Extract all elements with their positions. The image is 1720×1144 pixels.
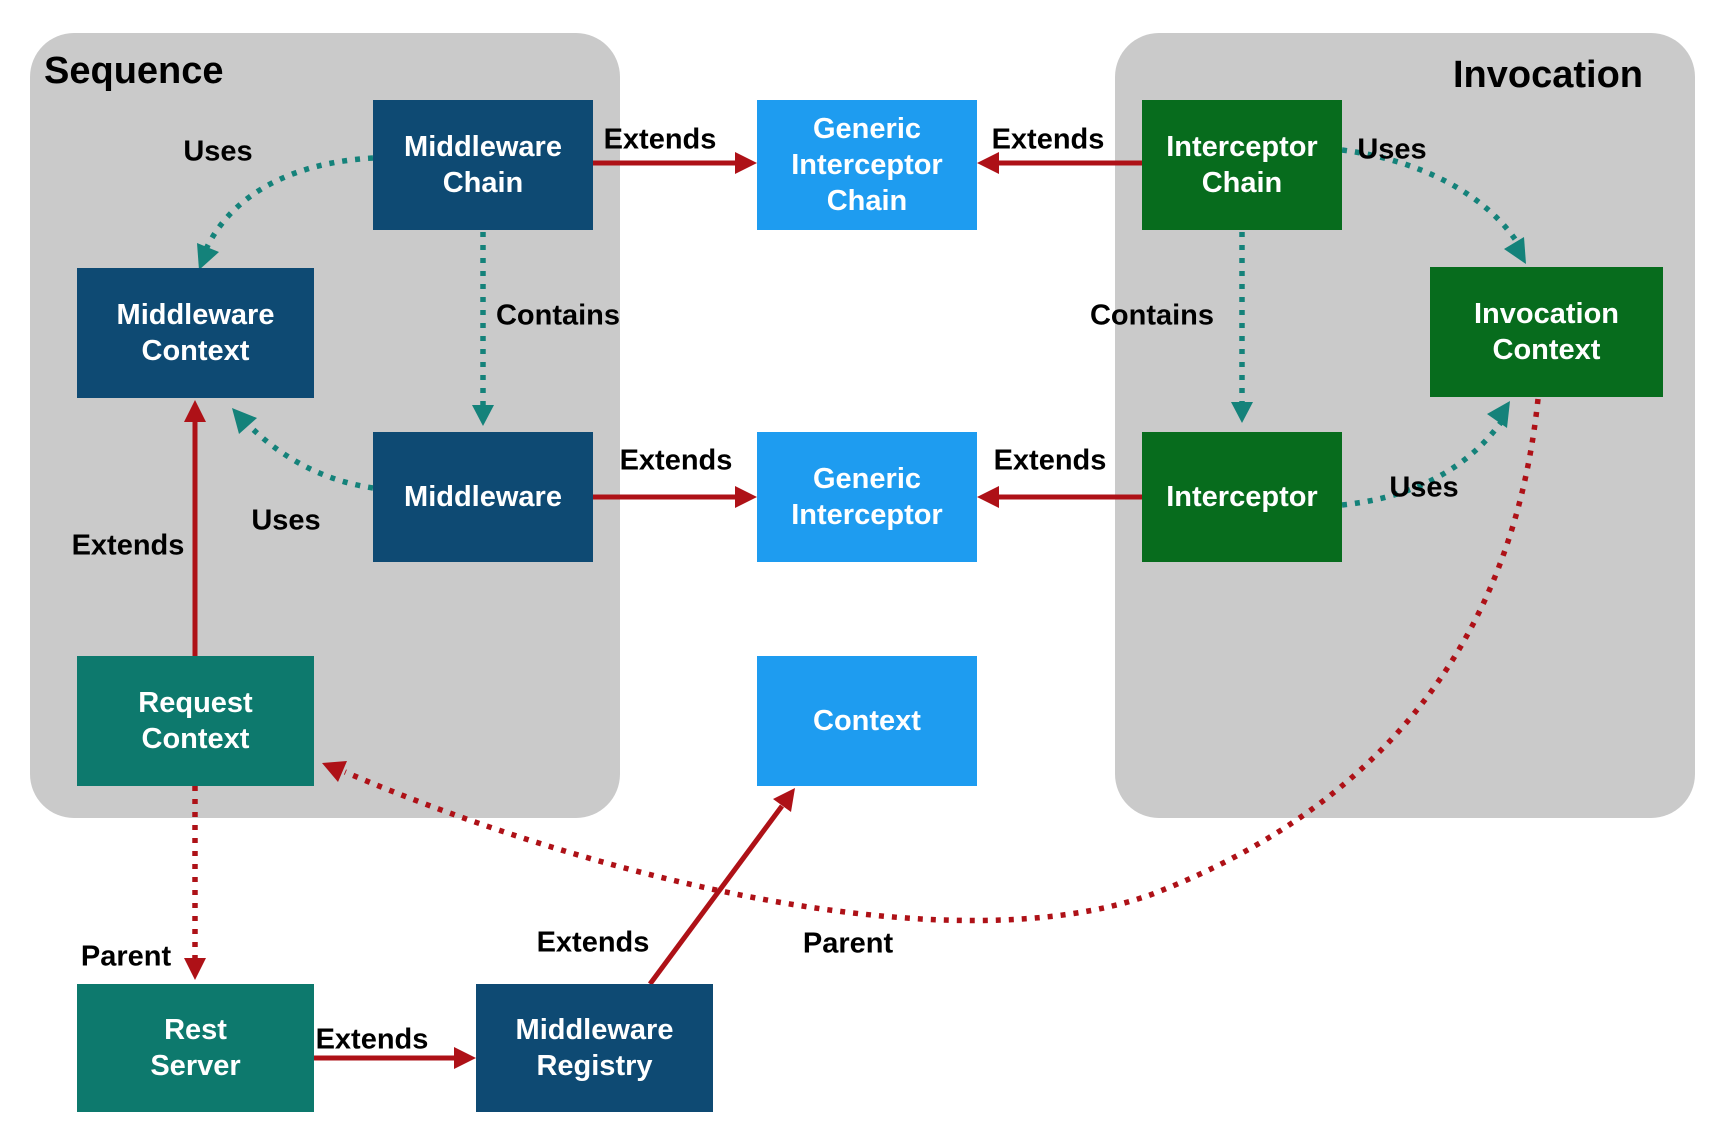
node-middleware-context: Middleware Context: [77, 268, 314, 398]
node-label: Middleware: [116, 299, 275, 331]
edge-label-contains-invocation: Contains: [1089, 299, 1215, 332]
edge-parent-request-context-to-rest-server: [184, 786, 206, 980]
edge-label-extends-middleware-chain: Extends: [603, 123, 717, 156]
node-label: Interceptor: [791, 499, 943, 531]
node-generic-interceptor-chain: Generic Interceptor Chain: [757, 100, 977, 230]
node-request-context: Request Context: [77, 656, 314, 786]
edge-label-extends-request-context: Extends: [71, 529, 185, 562]
edge-label-uses-invocation-top: Uses: [1357, 133, 1427, 166]
node-interceptor-chain: Interceptor Chain: [1142, 100, 1342, 230]
node-label: Interceptor: [1166, 131, 1318, 163]
node-label: Request: [138, 687, 253, 719]
node-label: Context: [813, 705, 921, 737]
edge-parent-invocation-context-to-request-context: [322, 398, 1541, 924]
node-label: Chain: [1201, 167, 1283, 199]
sequence-title: Sequence: [44, 50, 224, 92]
node-label: Rest: [164, 1014, 227, 1046]
edge-label-extends-middleware: Extends: [619, 444, 733, 477]
node-label: Interceptor: [791, 149, 943, 181]
edge-uses-middleware-to-middleware-context: [232, 408, 374, 491]
edge-label-parent-invocation-context: Parent: [802, 927, 894, 960]
edge-uses-middleware-chain-to-middleware-context: [197, 155, 374, 270]
edge-label-parent-request-context: Parent: [80, 940, 172, 973]
node-middleware-chain: Middleware Chain: [373, 100, 593, 230]
node-invocation-context: Invocation Context: [1430, 267, 1663, 397]
node-label: Chain: [442, 167, 524, 199]
node-label: Middleware: [515, 1014, 674, 1046]
node-rest-server: Rest Server: [77, 984, 314, 1112]
edge-label-uses-sequence-top: Uses: [183, 135, 253, 168]
edge-label-extends-interceptor: Extends: [993, 444, 1107, 477]
edge-label-extends-interceptor-chain: Extends: [991, 123, 1105, 156]
edge-label-uses-invocation-mid: Uses: [1389, 471, 1459, 504]
edge-contains-middleware-chain-to-middleware: [472, 232, 494, 426]
node-middleware-registry: Middleware Registry: [476, 984, 713, 1112]
node-label: Generic: [813, 113, 921, 145]
node-label: Context: [141, 723, 250, 755]
edge-extends-interceptor-chain-to-generic-interceptor-chain: [977, 152, 1142, 174]
edge-label-extends-middleware-registry: Extends: [536, 926, 650, 959]
node-label: Context: [141, 335, 250, 367]
edge-extends-middleware-to-generic-interceptor: [593, 486, 757, 508]
edge-extends-rest-server-to-middleware-registry: [314, 1047, 476, 1069]
node-label: Interceptor: [1166, 481, 1318, 513]
node-label: Registry: [536, 1050, 653, 1082]
node-middleware: Middleware: [373, 432, 593, 562]
node-label: Middleware: [404, 131, 562, 163]
edge-label-contains-sequence: Contains: [495, 299, 621, 332]
node-label: Middleware: [404, 481, 562, 513]
edge-label-extends-rest-server: Extends: [315, 1023, 429, 1056]
node-label: Chain: [826, 185, 908, 217]
edge-uses-interceptor-to-invocation-context: [1341, 401, 1510, 508]
edge-extends-interceptor-to-generic-interceptor: [977, 486, 1142, 508]
node-generic-interceptor: Generic Interceptor: [757, 432, 977, 562]
edge-extends-request-context-to-middleware-context: [184, 400, 206, 656]
node-label: Server: [150, 1050, 241, 1082]
edge-extends-middleware-chain-to-generic-interceptor-chain: [593, 152, 757, 174]
edge-contains-interceptor-chain-to-interceptor: [1231, 232, 1253, 423]
node-label: Context: [1492, 334, 1601, 366]
node-label: Generic: [813, 463, 921, 495]
node-label: Invocation: [1473, 298, 1619, 330]
node-context: Context: [757, 656, 977, 786]
edge-extends-middleware-registry-to-context: [647, 788, 795, 986]
edge-uses-interceptor-chain-to-invocation-context: [1341, 147, 1526, 264]
node-interceptor: Interceptor: [1142, 432, 1342, 562]
edge-label-uses-sequence-mid: Uses: [251, 504, 321, 537]
invocation-title: Invocation: [1453, 54, 1644, 96]
